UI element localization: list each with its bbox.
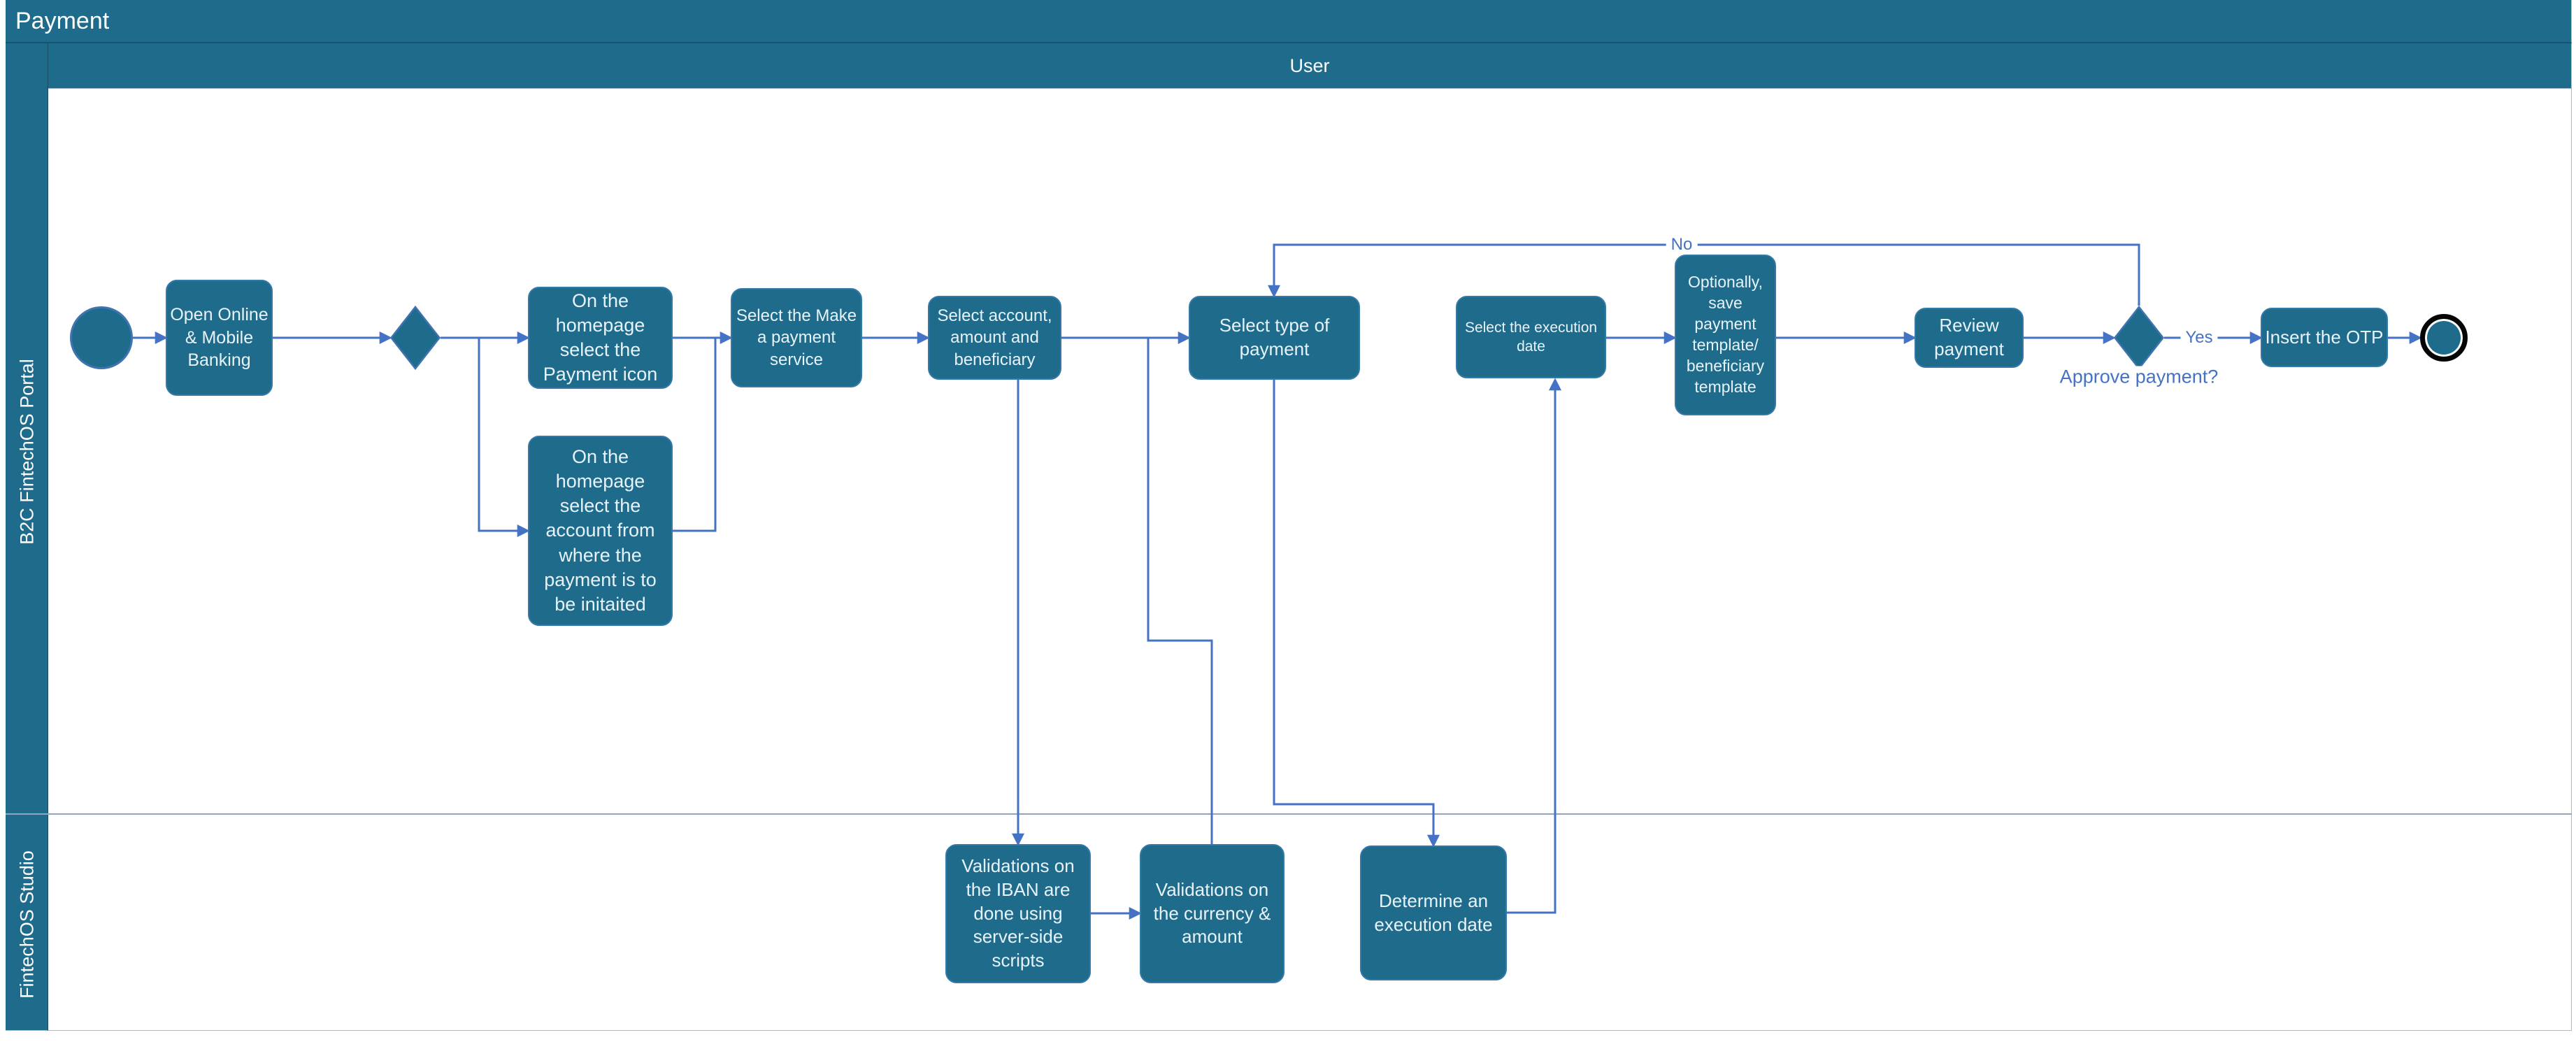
task-validations-iban: Validations on the IBAN are done using s… <box>945 844 1091 983</box>
gateway-approve-payment-diamond-shape <box>2114 306 2164 370</box>
edge-label-no: No <box>1666 235 1698 255</box>
edge-gateway-to-select-account-branch <box>478 338 530 537</box>
task-validations-currency-amount-label: Validations on the currency & amount <box>1153 878 1271 948</box>
task-select-account-amount-beneficiary-label: Select account, amount and beneficiary <box>937 306 1052 369</box>
edge-select-account-merge <box>673 338 717 532</box>
task-select-make-payment-service-label: Select the Make a payment service <box>736 306 857 369</box>
lane-divider-line <box>6 813 2572 815</box>
task-review-payment-label: Review payment <box>1934 315 2004 359</box>
task-determine-execution-date-label: Determine an execution date <box>1374 890 1493 935</box>
edge-select-type-to-determine-date <box>1273 380 1440 848</box>
edge-determine-date-to-select-execution-date <box>1507 378 1561 914</box>
task-select-payment-icon-label: On the homepage select the Payment icon <box>543 290 658 385</box>
edge-validations-currency-to-select-type <box>1147 338 1213 844</box>
pool-title-text: Payment <box>15 7 110 34</box>
task-select-type-of-payment-label: Select type of payment <box>1219 315 1330 359</box>
edge-label-yes: Yes <box>2180 328 2218 348</box>
edge-approve-no-loop <box>1268 243 2140 306</box>
task-open-online-mobile-banking-label: Open Online & Mobile Banking <box>170 305 269 371</box>
phase-header-text: User <box>1289 55 1330 76</box>
task-insert-otp: Insert the OTP <box>2261 308 2388 367</box>
task-select-execution-date-label: Select the execution date <box>1464 319 1598 355</box>
task-insert-otp-label: Insert the OTP <box>2265 326 2384 348</box>
task-open-online-mobile-banking: Open Online & Mobile Banking <box>166 280 273 396</box>
pool-title: Payment <box>6 0 2572 43</box>
task-validations-iban-label: Validations on the IBAN are done using s… <box>961 855 1075 971</box>
task-review-payment: Review payment <box>1915 308 2024 368</box>
task-select-execution-date: Select the execution date <box>1456 296 1606 378</box>
task-save-payment-beneficiary-template: Optionally, save payment template/ benef… <box>1675 255 1776 415</box>
gateway-homepage-choice-diamond-shape <box>390 306 441 370</box>
start-event <box>70 306 133 369</box>
end-event <box>2420 314 2468 362</box>
task-determine-execution-date: Determine an execution date <box>1360 845 1507 980</box>
edge-label-approve-payment: Approve payment? <box>2056 366 2221 388</box>
task-validations-currency-amount: Validations on the currency & amount <box>1140 844 1285 983</box>
gateway-approve-payment <box>2114 306 2164 370</box>
phase-header-user: User <box>48 43 2572 89</box>
task-select-account-from: On the homepage select the account from … <box>528 436 673 626</box>
task-select-make-payment-service: Select the Make a payment service <box>731 288 862 387</box>
task-select-account-amount-beneficiary: Select account, amount and beneficiary <box>928 296 1061 380</box>
task-select-payment-icon: On the homepage select the Payment icon <box>528 287 673 389</box>
task-select-type-of-payment: Select type of payment <box>1189 296 1360 380</box>
task-save-payment-beneficiary-template-label: Optionally, save payment template/ benef… <box>1686 273 1765 396</box>
task-select-account-from-label: On the homepage select the account from … <box>544 446 657 615</box>
gateway-homepage-choice <box>390 306 441 370</box>
lane-label-column <box>6 43 48 1031</box>
